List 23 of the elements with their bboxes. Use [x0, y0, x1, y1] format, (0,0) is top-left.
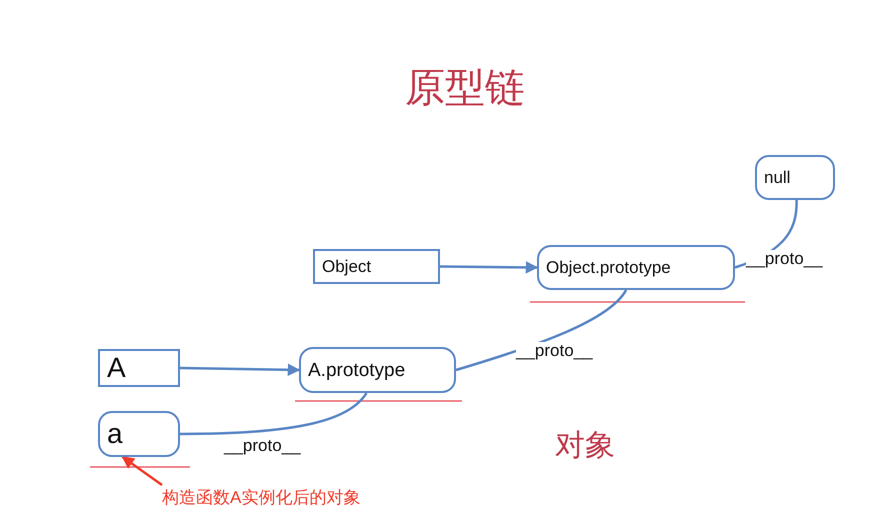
note-label: 对象 — [555, 427, 615, 465]
edge-label: __proto__ — [224, 437, 301, 454]
connector-line — [456, 289, 628, 372]
node-label: 构造函数A实例化后的对象 — [162, 488, 360, 506]
rounded-box — [299, 347, 456, 393]
arrow — [440, 261, 538, 274]
pointer-arrow — [122, 456, 163, 486]
rounded-box — [98, 411, 180, 457]
node-label: A.prototype — [308, 360, 406, 380]
rounded-box — [537, 245, 735, 290]
node-label: null — [764, 169, 790, 186]
node-label: Object.prototype — [546, 259, 671, 276]
node-label: a — [107, 420, 123, 448]
rect-box — [313, 249, 440, 284]
rect-box — [98, 349, 180, 387]
node-label: Object — [322, 258, 372, 275]
connector-line — [180, 392, 368, 436]
rounded-box — [755, 155, 835, 200]
edge-label: __proto__ — [516, 342, 593, 359]
edge-label: __proto__ — [746, 250, 823, 267]
title: 原型链 — [404, 64, 526, 113]
arrow — [180, 364, 300, 376]
node-label: A — [107, 354, 126, 382]
